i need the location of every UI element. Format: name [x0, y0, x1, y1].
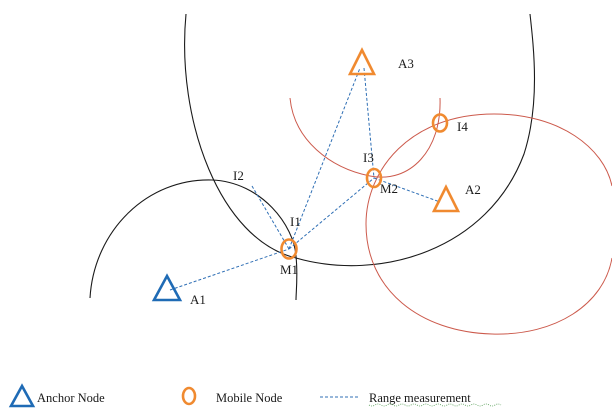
range-line-m2-a2: [373, 177, 441, 203]
mobile-node-m2-icon: [365, 167, 383, 189]
label-i2: I2: [233, 168, 244, 183]
range-line-m1-m2: [288, 177, 375, 250]
label-a2: A2: [465, 182, 481, 197]
label-i1: I1: [290, 214, 301, 229]
anchor-a2-range-circle: [365, 113, 612, 335]
label-a1: A1: [190, 292, 206, 307]
label-i4: I4: [457, 119, 468, 134]
legend: Anchor Node Mobile Node Range measuremen…: [8, 383, 502, 408]
mobile-node-m1-icon: [280, 238, 298, 260]
legend-anchor-label: Anchor Node: [37, 391, 105, 405]
label-a3: A3: [398, 56, 414, 71]
label-m1: M1: [280, 262, 298, 277]
legend-anchor-node-icon: [8, 383, 36, 408]
range-line-a3-m2: [363, 67, 375, 179]
anchor-node-a2-orange-icon: [431, 184, 461, 213]
anchor-node-a1-icon: [151, 273, 183, 302]
range-line-m2-i2: [251, 185, 290, 250]
mobile-node-i4-icon: [431, 113, 449, 133]
range-line-a1-m1: [169, 248, 290, 291]
anchor-a1-range-arc: [89, 179, 298, 301]
legend-mobile-label: Mobile Node: [216, 391, 283, 405]
label-m2: M2: [380, 181, 398, 196]
label-i3: I3: [363, 150, 374, 165]
legend-mobile-node-icon: [181, 386, 197, 406]
large-range-arc: [184, 13, 536, 267]
anchor-node-a3-orange-icon: [347, 47, 377, 76]
upper-red-range-arc: [289, 97, 441, 178]
legend-range-label: Range measurement: [369, 391, 471, 405]
range-line-m1-a3: [288, 67, 361, 250]
